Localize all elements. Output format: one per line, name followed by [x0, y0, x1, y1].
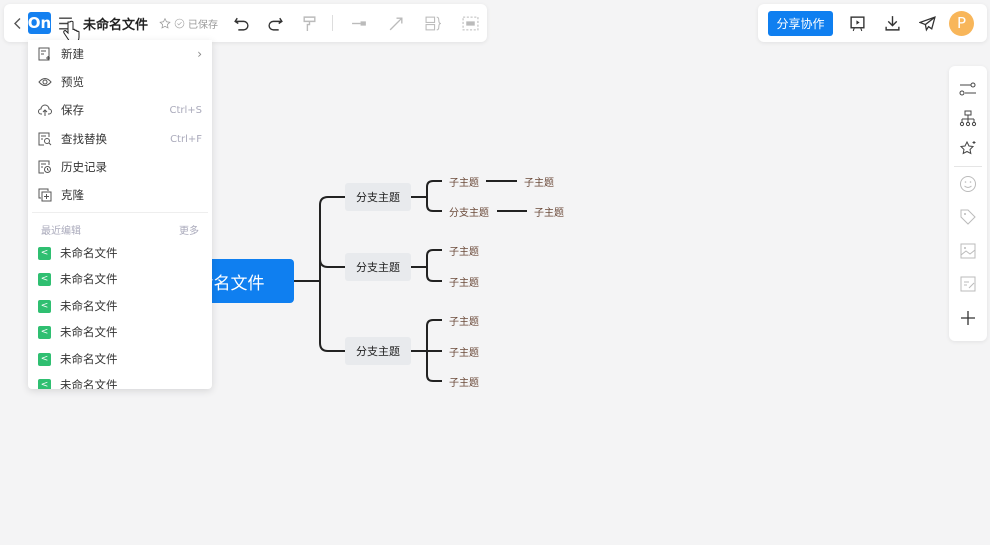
save-status: 已保存	[174, 16, 218, 31]
new-file-icon	[38, 47, 50, 61]
branch-3-connector	[411, 319, 442, 382]
eye-icon	[38, 78, 52, 86]
recent-file[interactable]: < 未命名文件	[28, 319, 212, 345]
boundary-icon[interactable]	[456, 9, 484, 37]
shortcut-label: Ctrl+S	[169, 104, 202, 116]
history-icon	[38, 160, 51, 174]
back-icon[interactable]	[10, 9, 26, 37]
branch-topic[interactable]: 分支主题	[345, 183, 411, 211]
recent-file[interactable]: < 未命名文件	[28, 293, 212, 319]
right-toolbar: 分享协作 P	[758, 4, 987, 42]
more-link[interactable]: 更多	[179, 226, 199, 237]
clone-icon	[38, 188, 52, 202]
format-painter-icon[interactable]	[295, 9, 323, 37]
emoji-icon[interactable]	[959, 175, 977, 193]
hand-cursor-icon	[63, 20, 80, 43]
subtopic[interactable]: 子主题	[449, 377, 479, 389]
grandchild-connector	[486, 180, 527, 212]
subtopic[interactable]: 子主题	[449, 177, 479, 189]
recent-file[interactable]: < 未命名文件	[28, 346, 212, 372]
summary-icon[interactable]	[419, 9, 447, 37]
menu-item-label: 历史记录	[61, 160, 107, 174]
right-side-panel	[949, 66, 987, 341]
find-replace-icon	[38, 132, 52, 146]
shortcut-label: Ctrl+F	[170, 133, 202, 145]
avatar[interactable]: P	[949, 10, 974, 36]
presentation-icon[interactable]	[843, 9, 871, 37]
mindmap-file-icon: <	[38, 246, 51, 260]
star-icon[interactable]	[156, 9, 174, 37]
mindmap-file-icon: <	[38, 352, 51, 366]
top-toolbar: On 未命名文件 已保存	[4, 4, 487, 42]
menu-item-new[interactable]: 新建 ›	[28, 41, 212, 67]
app-logo[interactable]: On	[27, 12, 52, 34]
structure-icon[interactable]	[959, 110, 977, 128]
recent-file[interactable]: < 未命名文件	[28, 240, 212, 266]
menu-item-label: 查找替换	[61, 132, 107, 146]
menu-item-preview[interactable]: 预览	[28, 69, 212, 95]
subtopic[interactable]: 子主题	[524, 177, 554, 189]
style-settings-icon[interactable]	[959, 80, 977, 98]
branch-topic[interactable]: 分支主题	[345, 337, 411, 365]
recent-file[interactable]: < 未命名文件	[28, 266, 212, 292]
theme-magic-icon[interactable]	[959, 140, 977, 158]
subtopic[interactable]: 子主题	[449, 347, 479, 359]
file-menu-dropdown: 新建 › 预览 保存 Ctrl+S 查找替换 Ctrl+F 历史记录 克隆 最近编辑 更…	[28, 40, 212, 389]
subtopic[interactable]: 子主题	[449, 316, 479, 328]
recent-file-name: 未命名文件	[60, 246, 118, 260]
saved-label: 已保存	[188, 19, 219, 31]
image-icon[interactable]	[959, 242, 977, 260]
menu-item-history[interactable]: 历史记录	[28, 154, 212, 180]
menu-item-save[interactable]: 保存 Ctrl+S	[28, 97, 212, 123]
note-icon[interactable]	[959, 275, 977, 293]
relation-line-icon[interactable]	[345, 9, 373, 37]
recent-header: 最近编辑 更多	[41, 222, 199, 237]
document-title[interactable]: 未命名文件	[83, 17, 149, 33]
download-icon[interactable]	[878, 9, 906, 37]
mindmap-file-icon: <	[38, 299, 51, 313]
subtopic[interactable]: 子主题	[449, 246, 479, 258]
root-connector	[294, 196, 345, 352]
cloud-upload-icon	[38, 104, 52, 116]
divider	[954, 166, 982, 167]
menu-item-find-replace[interactable]: 查找替换 Ctrl+F	[28, 126, 212, 152]
tag-icon[interactable]	[959, 208, 977, 226]
branch-topic[interactable]: 分支主题	[345, 253, 411, 281]
chevron-right-icon: ›	[197, 47, 202, 61]
recent-file-name: 未命名文件	[60, 272, 118, 286]
branch-2-connector	[411, 249, 442, 282]
recent-file[interactable]: < 未命名文件	[28, 372, 212, 389]
arrow-icon[interactable]	[382, 9, 410, 37]
check-circle-icon	[174, 18, 185, 28]
branch-1-connector	[411, 180, 442, 212]
recent-title: 最近编辑	[41, 226, 81, 237]
menu-item-label: 新建	[61, 47, 84, 61]
send-icon[interactable]	[913, 9, 941, 37]
undo-icon[interactable]	[227, 9, 255, 37]
divider	[32, 212, 208, 213]
mindmap-file-icon: <	[38, 272, 51, 286]
recent-file-name: 未命名文件	[60, 352, 118, 366]
subtopic[interactable]: 子主题	[534, 207, 564, 219]
subtopic[interactable]: 分支主题	[449, 207, 489, 219]
subtopic[interactable]: 子主题	[449, 277, 479, 289]
mindmap-file-icon: <	[38, 378, 51, 389]
add-icon[interactable]	[959, 309, 977, 327]
share-collaborate-button[interactable]: 分享协作	[768, 10, 833, 36]
divider	[332, 15, 334, 31]
mindmap-file-icon: <	[38, 325, 51, 339]
recent-file-name: 未命名文件	[60, 378, 118, 389]
redo-icon[interactable]	[261, 9, 289, 37]
menu-item-clone[interactable]: 克隆	[28, 182, 212, 208]
recent-file-name: 未命名文件	[60, 299, 118, 313]
menu-item-label: 保存	[61, 103, 84, 117]
recent-file-name: 未命名文件	[60, 325, 118, 339]
menu-item-label: 克隆	[61, 188, 84, 202]
menu-item-label: 预览	[61, 75, 84, 89]
